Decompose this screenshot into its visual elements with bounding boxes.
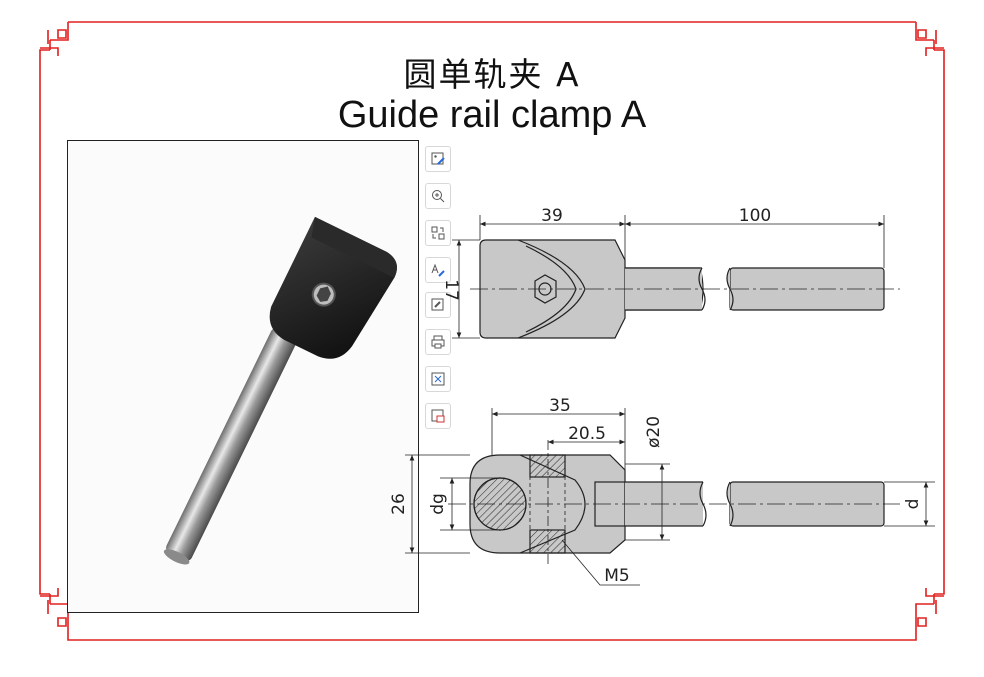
- dim-rod-length: 100: [739, 206, 771, 226]
- dim-top-height: 17: [441, 279, 461, 301]
- stamp-icon: [431, 298, 444, 311]
- print-button[interactable]: [425, 329, 451, 355]
- dim-clamp-length: 39: [541, 206, 563, 226]
- dim-rod-diameter: d: [903, 499, 923, 510]
- export-image-icon: [431, 409, 445, 423]
- swap-icon: [431, 226, 445, 240]
- title-chinese: 圆单轨夹 A: [403, 55, 581, 94]
- zoom-in-icon: [432, 190, 445, 203]
- dim-side-offset: 20.5: [568, 424, 606, 444]
- text-edit-button[interactable]: [425, 257, 451, 283]
- edit-image-icon: [431, 152, 445, 165]
- title-english: Guide rail clamp A: [337, 94, 647, 136]
- top-view: [452, 215, 900, 339]
- thread-label: M5: [604, 566, 629, 586]
- zoom-in-button[interactable]: [425, 183, 451, 209]
- edit-image-button[interactable]: [425, 146, 451, 172]
- product-image: [163, 216, 397, 565]
- side-view: [405, 408, 935, 586]
- rod: [166, 328, 297, 561]
- swap-button[interactable]: [425, 220, 451, 246]
- stamp-button[interactable]: [425, 292, 451, 318]
- dim-outer-diameter: ø20: [644, 416, 664, 448]
- dim-side-total: 35: [549, 396, 571, 416]
- text-edit-icon: [431, 263, 445, 277]
- export-image-button[interactable]: [425, 403, 451, 429]
- clamp-head: [269, 216, 397, 359]
- dim-bore: dg: [428, 493, 448, 515]
- print-icon: [431, 335, 445, 349]
- fit-screen-button[interactable]: [425, 366, 451, 392]
- dim-side-height: 26: [389, 493, 409, 515]
- fit-screen-icon: [431, 372, 445, 386]
- product-photo: [67, 140, 419, 613]
